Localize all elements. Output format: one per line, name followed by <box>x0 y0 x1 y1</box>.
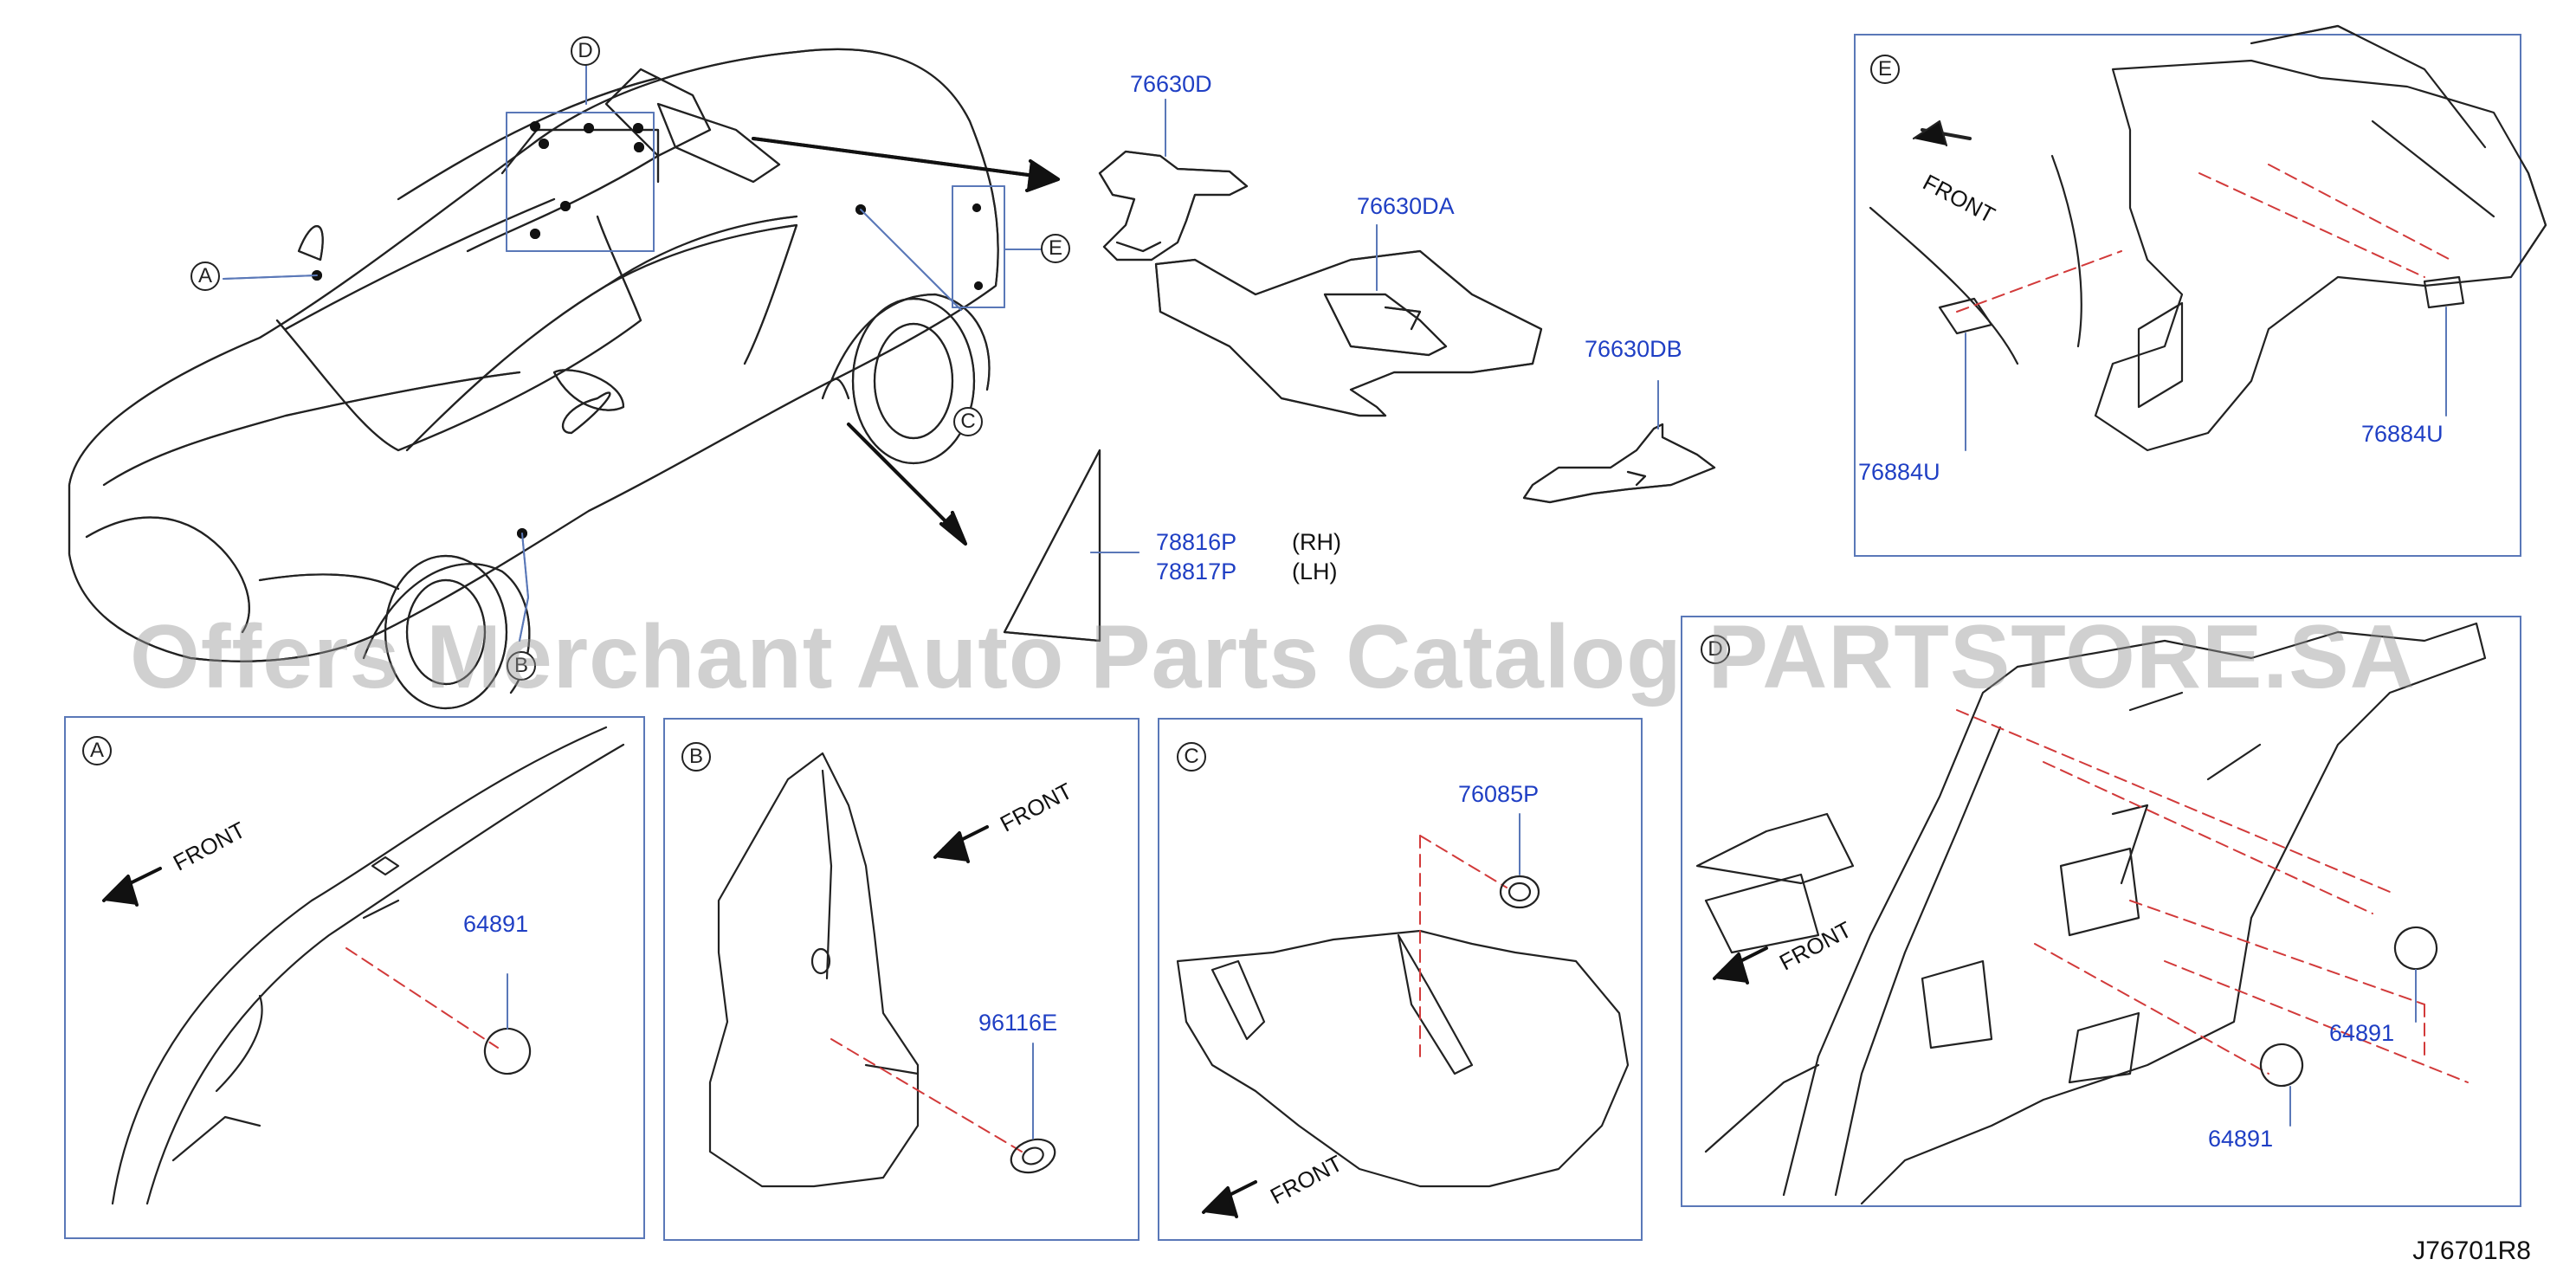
detail-panel-b <box>663 718 1140 1241</box>
panel-e-tag: E <box>1870 55 1900 84</box>
panel-a-tag: A <box>82 736 112 765</box>
part-76630da[interactable]: 76630DA <box>1357 193 1455 219</box>
detail-panel-c <box>1158 718 1643 1241</box>
callout-b: B <box>507 651 536 681</box>
part-64891-panel-d-upper[interactable]: 64891 <box>2329 1020 2395 1046</box>
diagram-code: J76701R8 <box>2412 1237 2531 1265</box>
part-64891-panel-d-lower[interactable]: 64891 <box>2208 1126 2274 1152</box>
side-lh: (LH) <box>1292 559 1338 584</box>
part-96116e[interactable]: 96116E <box>978 1010 1058 1036</box>
part-76630db[interactable]: 76630DB <box>1585 336 1682 362</box>
part-78816p[interactable]: 78816P <box>1156 529 1237 555</box>
callout-a: A <box>190 262 220 291</box>
detail-panel-a <box>64 716 645 1239</box>
callout-c: C <box>953 407 983 436</box>
panel-c-tag: C <box>1177 742 1206 772</box>
side-rh: (RH) <box>1292 529 1341 555</box>
part-76884u-left[interactable]: 76884U <box>1858 459 1940 485</box>
detail-panel-d <box>1681 616 2521 1207</box>
part-78817p[interactable]: 78817P <box>1156 559 1237 584</box>
panel-b-tag: B <box>681 742 711 772</box>
part-76630d[interactable]: 76630D <box>1130 71 1212 97</box>
part-64891-panel-a[interactable]: 64891 <box>463 911 529 937</box>
part-76884u-right[interactable]: 76884U <box>2361 421 2444 447</box>
part-76085p[interactable]: 76085P <box>1458 781 1540 807</box>
callout-d: D <box>571 36 600 66</box>
panel-d-tag: D <box>1701 635 1730 664</box>
callout-e: E <box>1041 234 1070 263</box>
